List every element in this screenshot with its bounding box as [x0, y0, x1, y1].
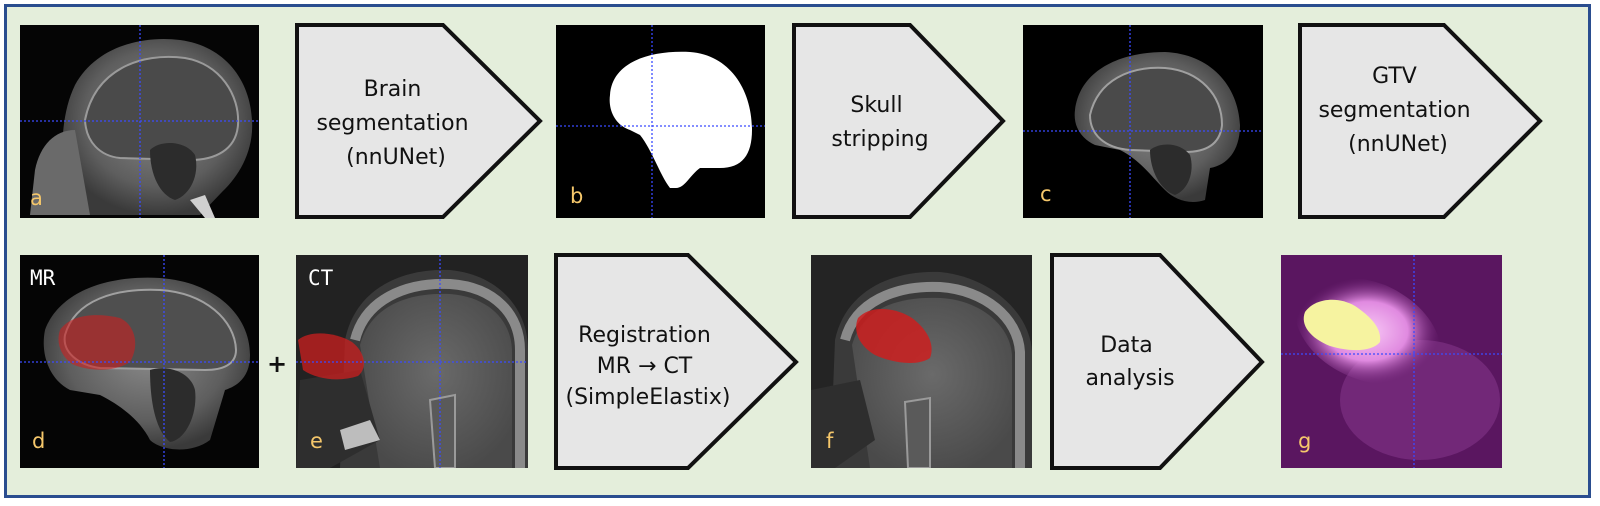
panel-c-crosshair — [1023, 25, 1263, 218]
panel-b-brain-mask-image — [556, 25, 765, 218]
panel-b-label: b — [570, 184, 583, 208]
panel-a-label: a — [30, 186, 43, 210]
panel-a-crosshair — [20, 25, 259, 218]
panel-g-crosshair — [1281, 255, 1502, 468]
registration-step-arrow — [554, 253, 799, 470]
gtv-segmentation-text: GTV segmentation (nnUNet) — [1318, 64, 1477, 157]
panel-g-label: g — [1298, 429, 1311, 453]
panel-d-mri-gtv-image — [20, 255, 259, 468]
panel-f-label: f — [826, 429, 834, 453]
plus-sign: + — [267, 350, 287, 378]
panel-f-registered-ct-image — [811, 255, 1032, 468]
gtv-segmentation-step-arrow — [1298, 23, 1543, 219]
panel-c-skull-stripped-image — [1023, 25, 1263, 218]
panel-d-modality-label: MR — [30, 266, 56, 290]
panel-g-heatmap-image — [1281, 255, 1502, 468]
panel-d-label: d — [32, 429, 45, 453]
registration-text: Registration MR → CT (SimpleElastix) — [566, 323, 731, 410]
brain-segmentation-step-arrow — [295, 23, 543, 219]
panel-d-crosshair — [20, 255, 259, 468]
panel-b-crosshair — [556, 25, 765, 218]
data-analysis-text: Data analysis — [1085, 333, 1174, 391]
skull-stripping-text: Skull stripping — [831, 93, 928, 152]
skull-stripping-step-arrow — [792, 23, 1006, 219]
panel-e-crosshair — [296, 255, 528, 468]
brain-segmentation-text: Brain segmentation (nnUNet) — [316, 77, 475, 170]
panel-c-label: c — [1040, 182, 1052, 206]
panel-e-label: e — [310, 429, 323, 453]
data-analysis-step-arrow — [1050, 253, 1265, 470]
panel-e-modality-label: CT — [308, 266, 334, 290]
